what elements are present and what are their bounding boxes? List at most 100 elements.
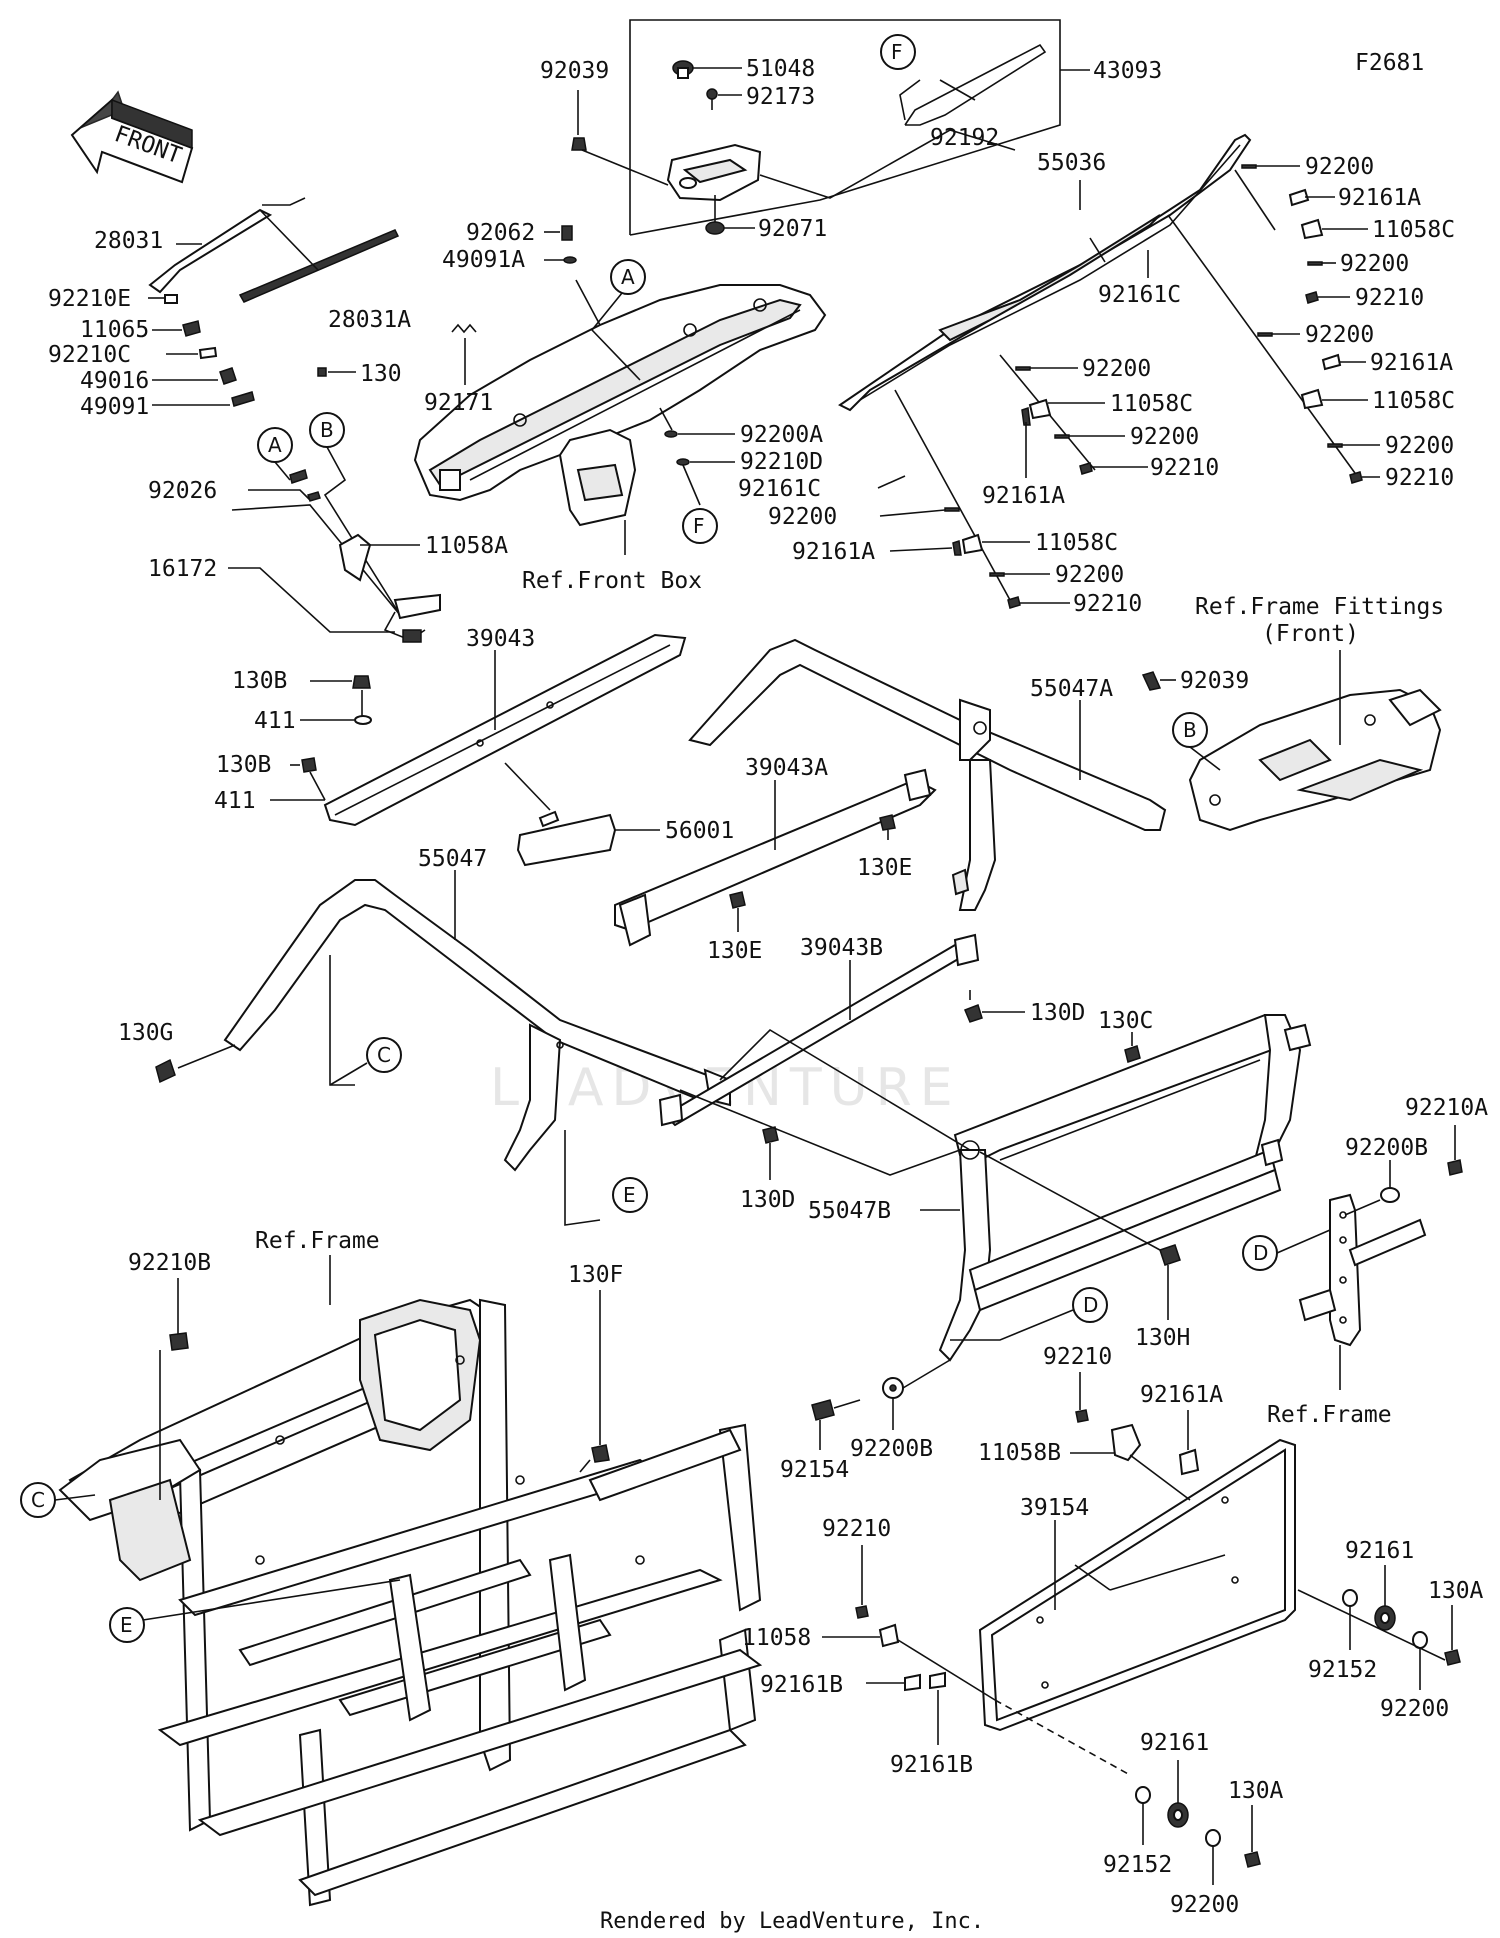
part-130h: 130H — [1135, 1325, 1190, 1351]
part-92200-p1: 92200 — [1380, 1696, 1449, 1722]
part-49091a: 49091A — [442, 247, 525, 273]
part-92200-r1: 92200 — [1305, 154, 1374, 180]
part-92062: 92062 — [466, 220, 535, 246]
part-49091: 49091 — [80, 394, 149, 420]
part-130e-1: 130E — [857, 855, 912, 881]
part-92171: 92171 — [424, 390, 493, 416]
rollbar-55047a — [688, 638, 1167, 911]
callout-b-right: B — [1183, 718, 1197, 742]
part-130a-2: 130A — [1228, 1778, 1284, 1804]
ref-frame-left: Ref.Frame — [255, 1228, 380, 1254]
callout-d-right: D — [1253, 1241, 1268, 1265]
part-130e-2: 130E — [707, 938, 762, 964]
part-28031: 28031 — [94, 228, 163, 254]
frame-fittings-front-part — [1188, 688, 1442, 832]
part-92210-p1: 92210 — [1043, 1344, 1112, 1370]
part-92161b-2: 92161B — [890, 1752, 973, 1778]
part-28031a: 28031A — [328, 307, 411, 333]
part-49016: 49016 — [80, 368, 149, 394]
part-92161a-l1: 92161A — [792, 539, 875, 565]
callout-e-left: E — [120, 1613, 133, 1637]
part-130a-1: 130A — [1428, 1578, 1484, 1604]
callout-a-icon — [610, 259, 646, 295]
crossbar-39043a — [614, 768, 937, 947]
ref-frame-right: Ref.Frame — [1267, 1402, 1392, 1428]
ref-frame-fittings-l1: Ref.Frame Fittings — [1195, 594, 1444, 620]
part-39043: 39043 — [466, 626, 535, 652]
part-92161-1: 92161 — [1345, 1538, 1414, 1564]
part-92161b-1: 92161B — [760, 1672, 843, 1698]
figure-code: F2681 — [1355, 50, 1424, 76]
part-92192: 92192 — [930, 125, 999, 151]
part-92210d: 92210D — [740, 449, 823, 475]
part-92173: 92173 — [746, 84, 815, 110]
part-11058c-r2: 11058C — [1372, 388, 1455, 414]
callout-b-left: B — [320, 418, 334, 442]
part-92152-2: 92152 — [1103, 1852, 1172, 1878]
part-39154: 39154 — [1020, 1495, 1089, 1521]
part-92210-r2: 92210 — [1385, 465, 1454, 491]
part-92152-1: 92152 — [1308, 1657, 1377, 1683]
callout-e-mid: E — [623, 1183, 636, 1207]
part-92200-p2: 92200 — [1170, 1892, 1239, 1918]
part-92200-r3: 92200 — [1305, 322, 1374, 348]
callout-f-bottom: F — [693, 514, 705, 538]
part-92210-p2: 92210 — [822, 1516, 891, 1542]
ref-front-box: Ref.Front Box — [522, 568, 702, 594]
part-92026: 92026 — [148, 478, 217, 504]
part-92161c-l1: 92161C — [738, 476, 821, 502]
callout-a-top: A — [621, 265, 635, 289]
part-92161a-r2: 92161A — [1370, 350, 1453, 376]
callout-d-mid: D — [1083, 1293, 1098, 1317]
callout-f2-icon — [682, 508, 718, 544]
part-92200a: 92200A — [740, 422, 823, 448]
part-92210-r1: 92210 — [1355, 285, 1424, 311]
footer-credit: Rendered by LeadVenture, Inc. — [600, 1909, 984, 1934]
part-92200b-2: 92200B — [850, 1436, 933, 1462]
part-39043a: 39043A — [745, 755, 828, 781]
part-11058b: 11058B — [978, 1440, 1061, 1466]
tank-assembly-box — [629, 19, 1090, 236]
part-92210b: 92210B — [128, 1250, 211, 1276]
crossbar-39043b — [658, 933, 980, 1127]
d-detail-part — [1298, 1193, 1427, 1347]
callout-c-left: C — [31, 1488, 45, 1512]
part-92071: 92071 — [758, 216, 827, 242]
part-411-2: 411 — [214, 788, 256, 814]
part-55047b: 55047B — [808, 1198, 891, 1224]
roof-fasteners-right — [1167, 164, 1363, 484]
part-130f: 130F — [568, 1262, 623, 1288]
vehicle-frame-part — [58, 1298, 763, 1907]
part-130d-2: 130D — [740, 1187, 795, 1213]
part-51048: 51048 — [746, 56, 815, 82]
roof-fasteners-mid — [999, 237, 1106, 475]
part-92210-l1: 92210 — [1073, 591, 1142, 617]
part-11065: 11065 — [80, 317, 149, 343]
part-92200-l2: 92200 — [1055, 562, 1124, 588]
part-55036: 55036 — [1037, 150, 1106, 176]
part-130c: 130C — [1098, 1008, 1153, 1034]
ref-frame-fittings-l2: (Front) — [1262, 621, 1359, 647]
part-11058c-l1: 11058C — [1035, 530, 1118, 556]
part-92039-top: 92039 — [540, 58, 609, 84]
part-56001: 56001 — [665, 818, 734, 844]
callout-c-icon — [366, 1037, 402, 1073]
part-92200-r2: 92200 — [1340, 251, 1409, 277]
side-panel-39154 — [978, 1438, 1296, 1732]
part-92210e: 92210E — [48, 286, 131, 312]
callout-e2-icon — [109, 1607, 145, 1643]
part-130g: 130G — [118, 1020, 173, 1046]
part-55047: 55047 — [418, 846, 487, 872]
part-16172: 16172 — [148, 556, 217, 582]
callout-f-top: F — [891, 40, 903, 64]
part-92200-m2: 92200 — [1130, 424, 1199, 450]
part-55047a: 55047A — [1030, 676, 1113, 702]
part-39043b: 39043B — [800, 935, 883, 961]
part-43093: 43093 — [1093, 58, 1162, 84]
roof-panel-part — [838, 133, 1252, 412]
part-92210c: 92210C — [48, 342, 131, 368]
callout-f-icon — [880, 34, 916, 70]
part-130: 130 — [360, 361, 402, 387]
part-411-1: 411 — [254, 708, 296, 734]
front-box-part — [413, 284, 827, 527]
